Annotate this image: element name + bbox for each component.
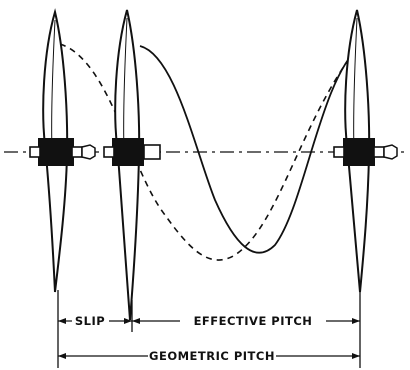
propeller-3 <box>333 9 398 293</box>
geometric-pitch-label: GEOMETRIC PITCH <box>149 349 275 363</box>
propeller-3-hub <box>343 138 375 166</box>
slip-label: SLIP <box>75 314 105 328</box>
propeller-1 <box>29 8 96 293</box>
propeller-2-hub <box>112 138 144 166</box>
effective-pitch-label: EFFECTIVE PITCH <box>194 314 313 328</box>
effective-pitch-dimension: EFFECTIVE PITCH <box>132 314 360 328</box>
geometric-pitch-dimension: GEOMETRIC PITCH <box>58 349 360 363</box>
effective-helix-curve <box>139 45 361 254</box>
propeller-1-hub <box>38 138 74 166</box>
propeller-2 <box>103 9 161 321</box>
slip-dimension: SLIP <box>58 314 132 328</box>
